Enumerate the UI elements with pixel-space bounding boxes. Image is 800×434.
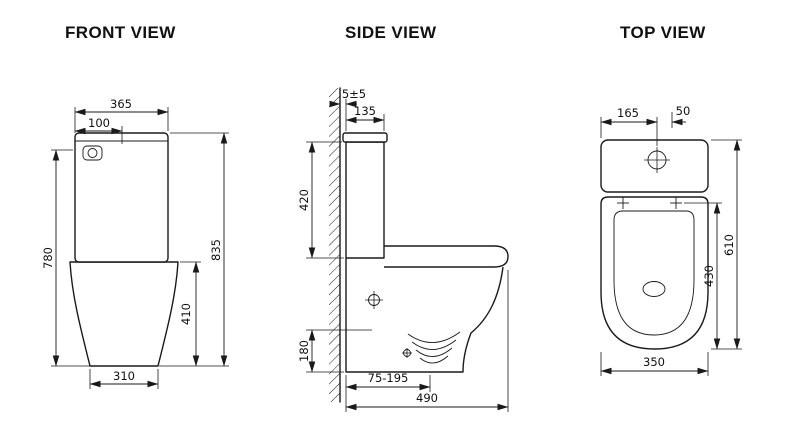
dim-top-bowl-length: 430 bbox=[684, 202, 722, 350]
dim-front-body-height: 780 bbox=[41, 149, 90, 367]
top-view-title: TOP VIEW bbox=[620, 23, 706, 42]
side-seat bbox=[384, 245, 509, 268]
wall-hatching bbox=[329, 88, 340, 402]
side-drain-symbol-icon bbox=[402, 348, 412, 358]
dim-label: 180 bbox=[297, 340, 311, 362]
dim-side-tank-height: 420 bbox=[297, 141, 344, 259]
trap-curve bbox=[411, 339, 457, 350]
dim-label: 610 bbox=[722, 234, 736, 256]
dim-label: 75-195 bbox=[368, 371, 409, 385]
dim-top-button-spacing: 50 bbox=[671, 104, 691, 128]
side-trap-curves bbox=[407, 331, 461, 364]
top-hinge-mark-right-icon bbox=[670, 197, 682, 209]
top-flush-button-crosshair-icon bbox=[644, 147, 670, 173]
dim-label: 165 bbox=[617, 106, 639, 120]
dim-label: 135 bbox=[354, 104, 376, 118]
top-toilet-outline bbox=[600, 139, 709, 350]
dim-top-bowl-width: 350 bbox=[600, 352, 709, 376]
top-tank bbox=[600, 139, 709, 193]
dim-side-outlet-height: 180 bbox=[297, 329, 372, 373]
front-flush-button bbox=[87, 148, 98, 158]
side-tank bbox=[345, 141, 385, 259]
dim-label: 420 bbox=[297, 189, 311, 211]
dim-label: 100 bbox=[88, 116, 110, 130]
front-flush-button-plate bbox=[82, 145, 103, 161]
dim-label: 350 bbox=[643, 355, 665, 369]
side-view: SIDE VIEW bbox=[297, 23, 509, 412]
dim-label: 835 bbox=[209, 239, 223, 261]
front-view: FRONT VIEW 365 100 780 bbox=[41, 23, 229, 389]
side-tank-lid bbox=[342, 132, 388, 143]
dim-label: 410 bbox=[179, 303, 193, 325]
trap-curve bbox=[419, 355, 449, 364]
front-tank bbox=[74, 132, 169, 263]
top-drain-oval bbox=[642, 281, 666, 297]
trap-curve bbox=[407, 331, 461, 343]
top-bowl-inner-rim bbox=[613, 210, 695, 336]
dim-top-total-length: 610 bbox=[711, 139, 742, 350]
dim-side-tank-depth: 135 bbox=[345, 104, 385, 131]
dim-label: 780 bbox=[41, 247, 55, 269]
dim-side-wall-gap: 5±5 bbox=[329, 87, 366, 131]
dim-front-bowl-height: 410 bbox=[179, 261, 201, 367]
top-hinge-mark-left-icon bbox=[617, 197, 629, 209]
dim-label: 310 bbox=[113, 369, 135, 383]
dim-top-button-offset: 165 bbox=[600, 106, 658, 146]
dim-label: 365 bbox=[110, 97, 132, 111]
dim-front-button-offset: 100 bbox=[74, 116, 123, 144]
trap-curve bbox=[415, 347, 453, 357]
dim-label: 5±5 bbox=[342, 87, 366, 101]
dim-front-base-width: 310 bbox=[89, 369, 159, 389]
dim-label: 430 bbox=[702, 265, 716, 287]
front-bowl bbox=[69, 261, 179, 367]
side-inlet-crosshair-icon bbox=[365, 291, 383, 309]
side-view-title: SIDE VIEW bbox=[345, 23, 437, 42]
top-bowl-outer bbox=[600, 196, 709, 350]
dim-label: 50 bbox=[676, 104, 691, 118]
dim-label: 490 bbox=[416, 391, 438, 405]
side-toilet-outline bbox=[342, 132, 509, 373]
dim-front-total-height: 835 bbox=[159, 132, 229, 367]
dim-side-outlet-range: 75-195 bbox=[345, 371, 431, 412]
side-bowl-pedestal bbox=[345, 258, 504, 373]
top-view: TOP VIEW 165 bbox=[600, 23, 742, 376]
front-view-title: FRONT VIEW bbox=[65, 23, 176, 42]
front-toilet-outline bbox=[69, 132, 179, 367]
dim-side-total-depth: 490 bbox=[345, 270, 509, 412]
